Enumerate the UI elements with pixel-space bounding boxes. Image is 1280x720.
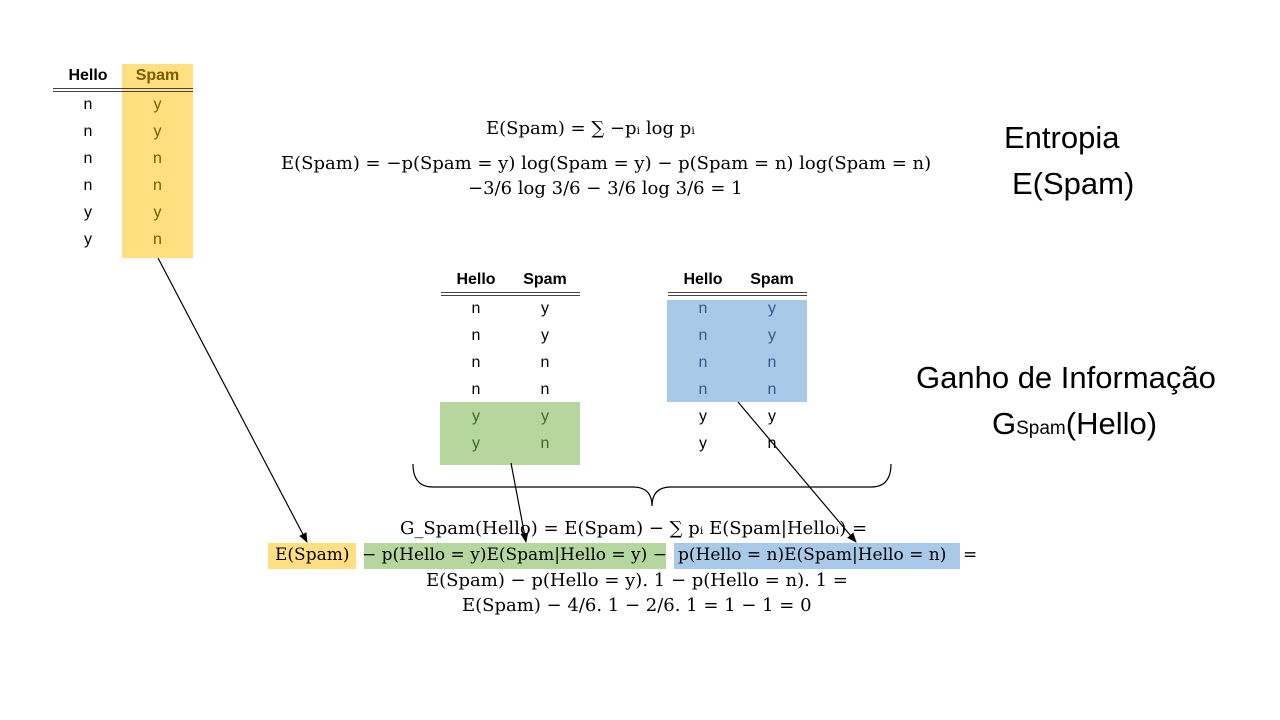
cell: n	[153, 150, 162, 167]
cell: n	[153, 231, 162, 248]
cell: n	[698, 354, 708, 371]
arrow-spam-to-entropy	[157, 257, 308, 543]
header-hello: Hello	[683, 271, 723, 288]
gain-formula-4: E(Spam) − 4/6. 1 − 2/6. 1 = 1 − 1 = 0	[462, 595, 812, 616]
gain-blue-highlight	[674, 543, 960, 569]
cell: n	[83, 123, 93, 140]
gain-formula-1: G_Spam(Hello) = E(Spam) − ∑ pᵢ E(Spam|He…	[400, 518, 868, 539]
gain-green-highlight	[364, 543, 666, 569]
header-hello: Hello	[68, 67, 108, 84]
cell: n	[83, 150, 93, 167]
cell: n	[698, 327, 708, 344]
ganho-label: Ganho de Informação	[916, 360, 1216, 395]
header-spam: Spam	[523, 271, 567, 288]
cell: n	[471, 327, 481, 344]
entropy-formula-2: E(Spam) = −p(Spam = y) log(Spam = y) − p…	[281, 153, 932, 174]
spam-column-highlight	[122, 64, 193, 258]
hello-yes-highlight	[440, 402, 580, 465]
cell: y	[472, 435, 480, 452]
cell: n	[767, 435, 777, 452]
cell: y	[768, 300, 776, 317]
header-spam: Spam	[135, 67, 180, 84]
cell: n	[153, 177, 162, 194]
cell: y	[541, 408, 549, 425]
gain-formula-2-blue: p(Hello = n)E(Spam|Hello = n)	[678, 545, 947, 565]
ganho-hello: (Hello)	[1065, 406, 1158, 441]
brace	[412, 463, 892, 507]
ganho-sublabel: GSpam(Hello)	[992, 406, 1157, 442]
gain-yellow-highlight	[268, 543, 356, 569]
entropia-sublabel: E(Spam)	[1012, 166, 1135, 201]
cell: y	[153, 96, 162, 113]
ganho-spam-sub: Spam	[1016, 418, 1066, 439]
header-hello: Hello	[456, 271, 496, 288]
cell: y	[541, 327, 549, 344]
cell: y	[153, 123, 162, 140]
cell: n	[471, 300, 481, 317]
cell: y	[699, 408, 707, 425]
cell: n	[540, 381, 550, 398]
cell: y	[699, 435, 707, 452]
cell: n	[698, 300, 708, 317]
gain-formula-3: E(Spam) − p(Hello = y). 1 − p(Hello = n)…	[426, 570, 848, 591]
entropia-label: Entropia	[1004, 120, 1120, 155]
cell: y	[84, 231, 92, 248]
header-spam: Spam	[750, 271, 794, 288]
gain-formula-2-yellow: E(Spam)	[275, 545, 350, 565]
hello-no-highlight	[667, 300, 807, 402]
cell: n	[767, 381, 777, 398]
entropy-formula-3: −3/6 log 3/6 − 3/6 log 3/6 = 1	[468, 178, 743, 199]
cell: y	[84, 204, 92, 221]
cell: n	[83, 96, 93, 113]
cell: n	[83, 177, 93, 194]
gain-formula-2-end: =	[963, 545, 978, 565]
header-rule	[53, 88, 193, 89]
entropy-formula-1: E(Spam) = ∑ −pᵢ log pᵢ	[486, 118, 695, 139]
gain-formula-2-green: − p(Hello = y)E(Spam|Hello = y) −	[362, 545, 667, 565]
cell: n	[540, 435, 550, 452]
ganho-g: G	[992, 406, 1017, 441]
cell: n	[698, 381, 708, 398]
cell: y	[541, 300, 549, 317]
cell: y	[768, 408, 776, 425]
cell: n	[767, 354, 777, 371]
cell: y	[153, 204, 162, 221]
cell: n	[471, 381, 481, 398]
cell: y	[768, 327, 776, 344]
cell: n	[471, 354, 481, 371]
cell: n	[540, 354, 550, 371]
cell: y	[472, 408, 480, 425]
